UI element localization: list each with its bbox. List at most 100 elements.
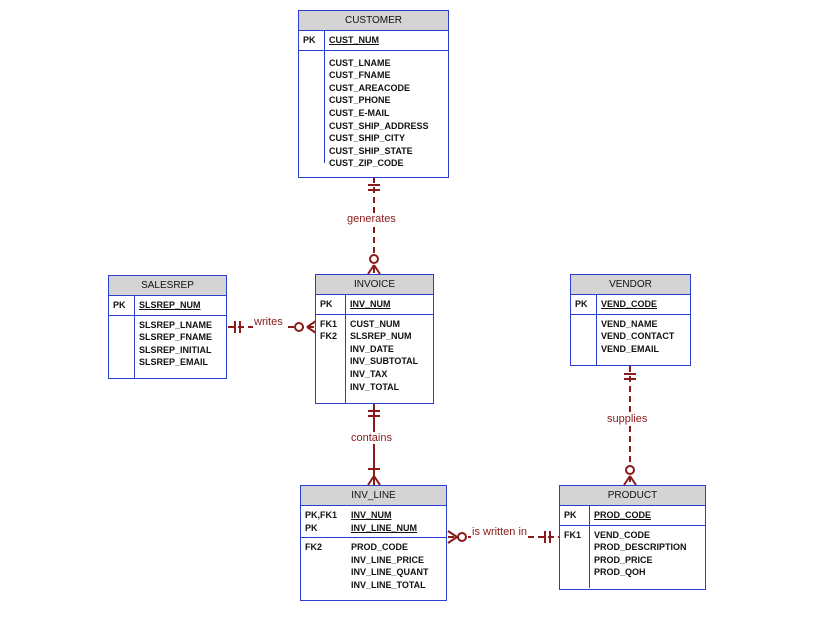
writes-label: writes: [253, 316, 284, 328]
is-written-in-zero-circle: [457, 532, 467, 542]
attribute: CUST_SHIP_STATE: [329, 145, 413, 156]
product-pk-attrs: PROD_CODE: [590, 506, 651, 525]
invoice-pk-section: PK INV_NUM: [316, 295, 433, 315]
key-label: PK: [564, 510, 577, 520]
pk-attribute: SLSREP_NUM: [139, 300, 201, 310]
inv-line-keys: FK2: [301, 538, 347, 600]
salesrep-entity: SALESREP PK SLSREP_NUM SLSREP_LNAME SLSR…: [108, 275, 227, 379]
inv-line-attr-section: FK2 PROD_CODE INV_LINE_PRICE INV_LINE_QU…: [301, 538, 446, 600]
invoice-attr-section: FK1 FK2 CUST_NUM SLSREP_NUM INV_DATE INV…: [316, 314, 433, 403]
attribute: PROD_QOH: [594, 567, 646, 578]
invoice-entity: INVOICE PK INV_NUM FK1 FK2 CUST_NUM SLSR…: [315, 274, 434, 404]
pk-attribute: VEND_CODE: [601, 299, 658, 309]
invoice-pk-attrs: INV_NUM: [346, 295, 391, 314]
attribute: SLSREP_LNAME: [139, 319, 213, 330]
supplies-crow-left: [623, 475, 631, 486]
attribute: VEND_CONTACT: [601, 331, 675, 342]
attribute: CUST_PHONE: [329, 95, 391, 106]
writes-zero-circle: [294, 322, 304, 332]
vendor-pk-section: PK VEND_CODE: [571, 295, 690, 315]
writes-crow-up: [306, 320, 317, 328]
supplies-zero-circle: [625, 465, 635, 475]
product-pk-keys: PK: [560, 506, 590, 525]
pk-attribute: INV_LINE_NUM: [351, 522, 418, 533]
customer-pk-attrs: CUST_NUM: [325, 31, 379, 50]
key-label: PK: [305, 522, 318, 533]
inv-line-pk-keys: PK,FK1 PK: [301, 506, 347, 537]
salesrep-attr-section: SLSREP_LNAME SLSREP_FNAME SLSREP_INITIAL…: [109, 315, 226, 378]
attribute: INV_LINE_PRICE: [351, 554, 425, 565]
key-label: FK1: [320, 318, 338, 329]
contains-crow-right: [373, 475, 381, 486]
invoice-pk-keys: PK: [316, 295, 346, 314]
pk-attribute: INV_NUM: [351, 510, 392, 520]
attribute: PROD_CODE: [351, 542, 409, 553]
pk-attribute: INV_NUM: [350, 299, 391, 309]
customer-attr-section: CUST_LNAME CUST_FNAME CUST_AREACODE CUST…: [299, 50, 448, 169]
customer-pk-keys: PK: [299, 31, 325, 50]
pk-attribute: PROD_CODE: [594, 510, 652, 520]
salesrep-pk-attrs: SLSREP_NUM: [135, 296, 201, 315]
contains-crow-left: [367, 475, 375, 486]
key-label: PK: [320, 299, 333, 309]
attribute: CUST_SHIP_CITY: [329, 133, 406, 144]
attribute: INV_SUBTOTAL: [350, 356, 419, 367]
product-pk-section: PK PROD_CODE: [560, 506, 705, 526]
generates-label: generates: [346, 213, 397, 225]
generates-crow-left: [367, 264, 375, 275]
key-label: PK: [113, 300, 126, 310]
key-label: PK,FK1: [305, 510, 338, 520]
key-label: PK: [575, 299, 588, 309]
attribute: CUST_LNAME: [329, 57, 391, 68]
invoice-keys: FK1 FK2: [316, 314, 346, 403]
attribute: VEND_CODE: [594, 529, 651, 540]
vendor-attr-section: VEND_NAME VEND_CONTACT VEND_EMAIL: [571, 314, 690, 365]
salesrep-pk-keys: PK: [109, 296, 135, 315]
supplies-crow-right: [629, 475, 637, 486]
key-label: FK1: [564, 529, 582, 540]
vendor-pk-attrs: VEND_CODE: [597, 295, 657, 314]
attribute: SLSREP_FNAME: [139, 332, 213, 343]
product-attrs: VEND_CODE PROD_DESCRIPTION PROD_PRICE PR…: [590, 526, 687, 588]
attribute: VEND_EMAIL: [601, 343, 660, 354]
attribute: INV_LINE_QUANT: [351, 567, 429, 578]
is-written-in-label: is written in: [471, 526, 529, 538]
supplies-label: supplies: [606, 413, 649, 425]
attribute: CUST_E-MAIL: [329, 107, 390, 118]
key-label: FK2: [320, 331, 338, 342]
customer-title: CUSTOMER: [299, 11, 448, 31]
key-label: PK: [303, 35, 316, 45]
attribute: CUST_ZIP_CODE: [329, 158, 404, 169]
inv-line-title: INV_LINE: [301, 486, 446, 506]
pk-attribute: CUST_NUM: [329, 35, 380, 45]
attribute: INV_LINE_TOTAL: [351, 579, 426, 590]
attribute: VEND_NAME: [601, 318, 658, 329]
salesrep-pk-section: PK SLSREP_NUM: [109, 296, 226, 316]
vendor-keys: [571, 314, 597, 365]
salesrep-title: SALESREP: [109, 276, 226, 296]
attribute: PROD_PRICE: [594, 554, 653, 565]
attribute: CUST_FNAME: [329, 70, 391, 81]
salesrep-attrs: SLSREP_LNAME SLSREP_FNAME SLSREP_INITIAL…: [135, 316, 212, 378]
customer-pk-section: PK CUST_NUM: [299, 31, 448, 51]
product-entity: PRODUCT PK PROD_CODE FK1 VEND_CODE PROD_…: [559, 485, 706, 590]
customer-attrs: CUST_LNAME CUST_FNAME CUST_AREACODE CUST…: [325, 51, 429, 169]
is-written-in-crow-up: [447, 530, 458, 538]
generates-zero-circle: [369, 254, 379, 264]
customer-keys: [299, 50, 325, 163]
attribute: SLSREP_EMAIL: [139, 357, 209, 368]
attribute: CUST_SHIP_ADDRESS: [329, 120, 429, 131]
attribute: CUST_NUM: [350, 318, 401, 329]
is-written-in-crow-down: [447, 536, 458, 544]
attribute: SLSREP_INITIAL: [139, 344, 212, 355]
invoice-title: INVOICE: [316, 275, 433, 295]
generates-crow-right: [373, 264, 381, 275]
invoice-attrs: CUST_NUM SLSREP_NUM INV_DATE INV_SUBTOTA…: [346, 315, 418, 403]
inv-line-attrs: PROD_CODE INV_LINE_PRICE INV_LINE_QUANT …: [347, 538, 429, 600]
attribute: INV_TAX: [350, 368, 388, 379]
vendor-attrs: VEND_NAME VEND_CONTACT VEND_EMAIL: [597, 315, 674, 365]
attribute: INV_DATE: [350, 343, 394, 354]
product-attr-section: FK1 VEND_CODE PROD_DESCRIPTION PROD_PRIC…: [560, 525, 705, 588]
vendor-title: VENDOR: [571, 275, 690, 295]
